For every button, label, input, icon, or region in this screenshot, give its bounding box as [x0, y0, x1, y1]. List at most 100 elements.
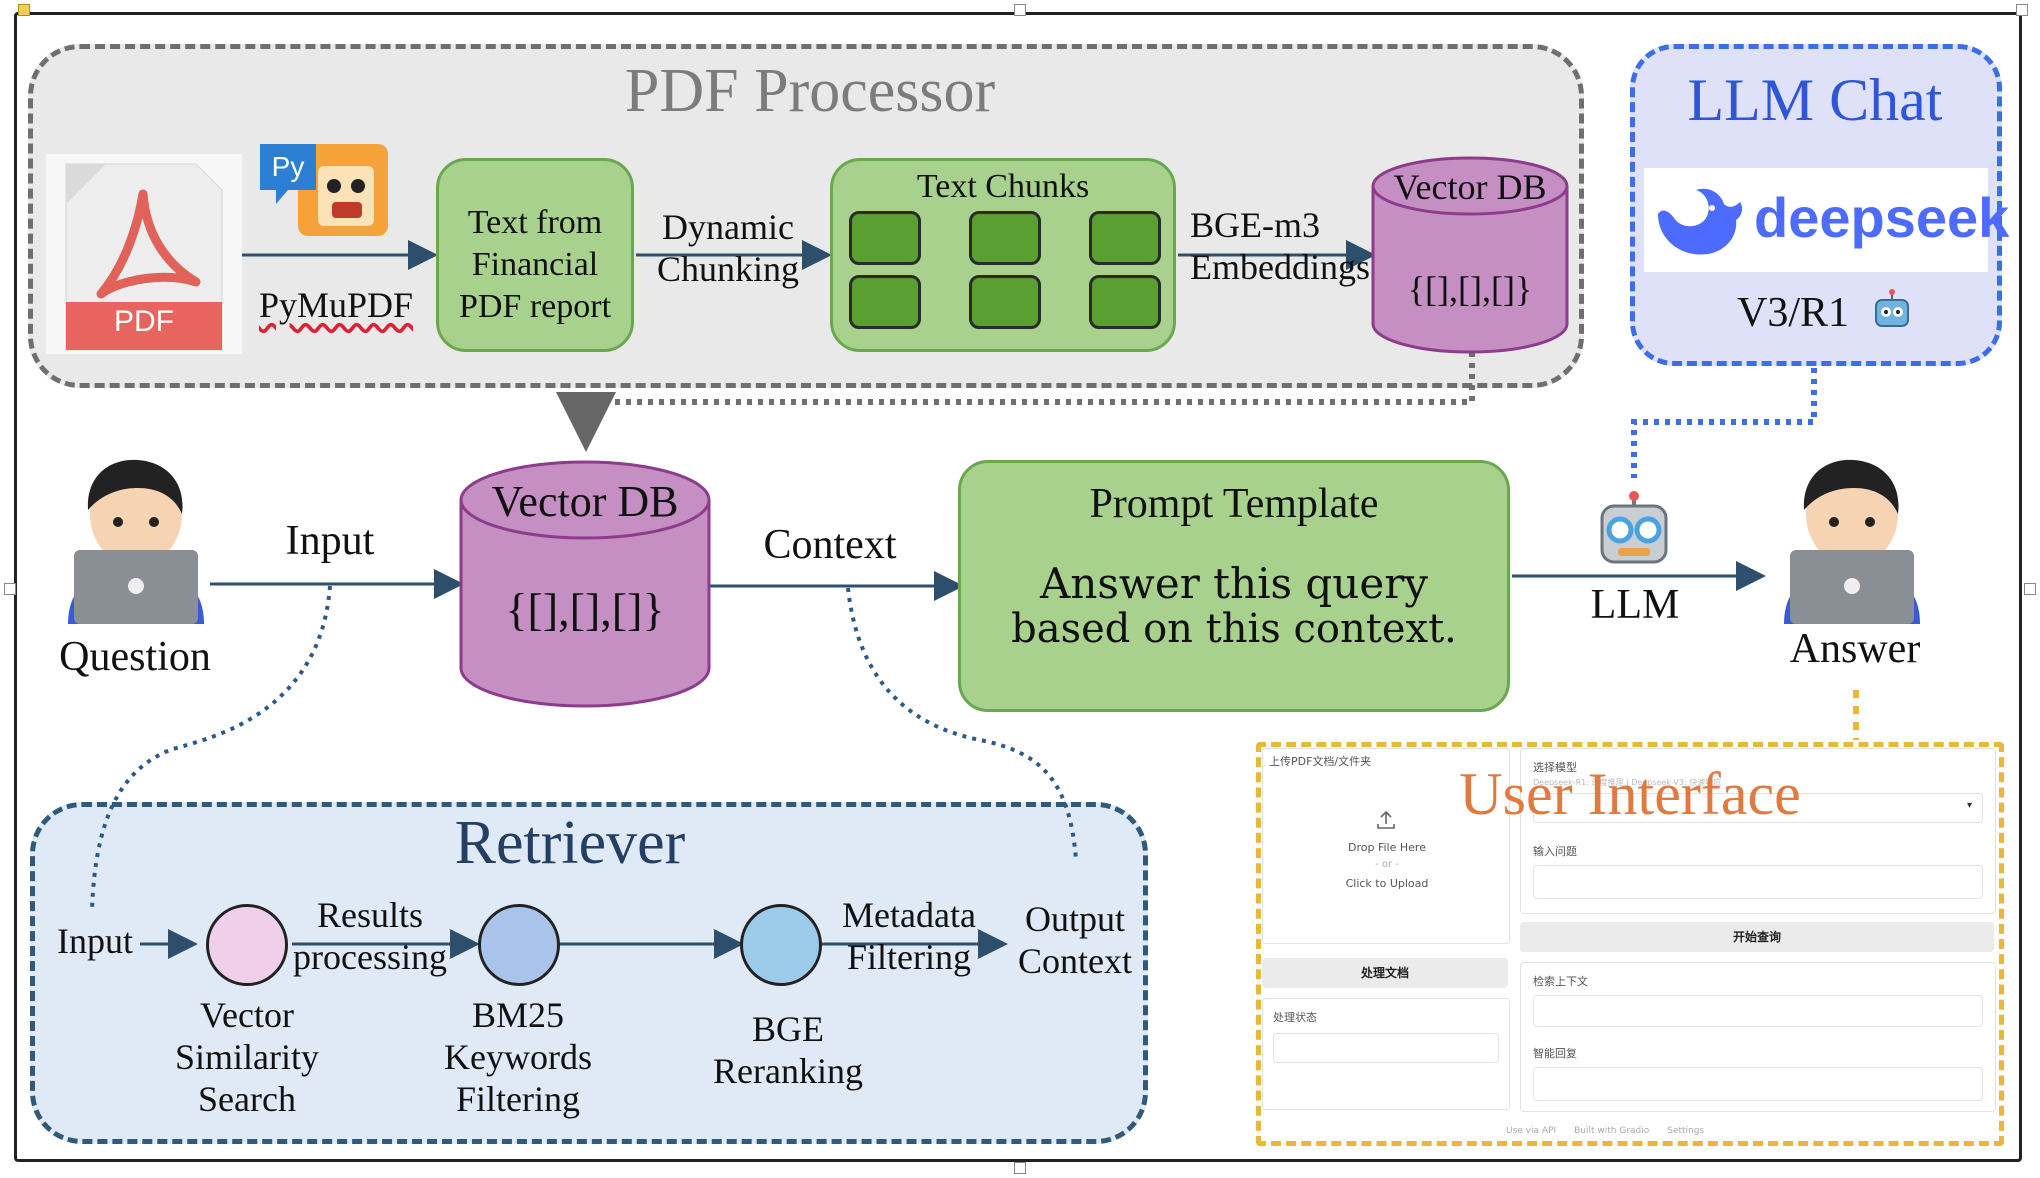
vector-db-main: Vector DB {[],[],[]}: [458, 456, 712, 710]
vector-db-small-content: {[],[],[]}: [1407, 269, 1533, 309]
selection-handle[interactable]: [2024, 583, 2036, 595]
chunk-block: [849, 211, 921, 265]
query-panel: 选择模型 Deepseek-R1: 深度推理 | Deepseek-V3: 快速…: [1520, 748, 1996, 914]
context-label: Context: [763, 522, 897, 568]
chunk-block: [849, 275, 921, 329]
footer-gradio-link[interactable]: Built with Gradio: [1574, 1126, 1650, 1136]
main-input-label: Input: [285, 518, 375, 564]
pymupdf-badge: Py: [271, 151, 305, 182]
robot-icon: [1594, 490, 1674, 570]
vector-db-main-title: Vector DB: [491, 477, 679, 526]
person-laptop-icon: [1774, 452, 1930, 624]
vector-similarity-node: [206, 904, 288, 986]
deepseek-whale-logo: [1658, 188, 1743, 255]
text-box-line: PDF report: [458, 288, 612, 325]
chunk-block: [1089, 211, 1161, 265]
results-processing-label: Results: [316, 895, 423, 935]
chunk-block: [1089, 275, 1161, 329]
text-box-line: Financial: [471, 246, 599, 283]
prompt-text: Answer this query: [1039, 559, 1429, 608]
dotted-llm-link: [1631, 368, 1817, 478]
chunking-label: Chunking: [656, 249, 799, 289]
text-chunks-box: Text Chunks: [830, 158, 1176, 352]
status-label: 处理状态: [1273, 1011, 1317, 1024]
step3-label: BGE: [752, 1009, 824, 1049]
llm-version: V3/R1: [1736, 290, 1849, 336]
step2-label: Keywords: [444, 1037, 592, 1077]
context-output: [1533, 995, 1983, 1027]
selection-handle[interactable]: [18, 4, 30, 16]
step1-label: Vector: [200, 995, 294, 1035]
output-context-label: Output: [1024, 899, 1125, 939]
vector-db-small-title: Vector DB: [1393, 167, 1547, 207]
user-interface-title: User Interface: [1459, 761, 1801, 827]
pdf-processor-region: [28, 44, 1584, 388]
chevron-down-icon: ▾: [1966, 800, 1972, 811]
vector-db-main-content: {[],[],[]}: [505, 584, 665, 635]
results-processing-label: processing: [293, 937, 447, 977]
prompt-template-box: Prompt Template Answer this query based …: [958, 460, 1510, 712]
upload-tab[interactable]: 上传PDF文档/文件夹: [1269, 755, 1372, 768]
selection-handle[interactable]: [1014, 1162, 1026, 1174]
text-box-line: Text from: [467, 204, 603, 241]
status-panel: 处理状态: [1262, 998, 1510, 1110]
robot-icon: [1870, 288, 1914, 332]
text-from-pdf-box: Text from Financial PDF report: [436, 158, 634, 352]
llm-label: LLM: [1590, 582, 1680, 628]
question-field-label: 输入问题: [1533, 845, 1577, 858]
deepseek-brand: deepseek: [1754, 186, 2010, 249]
dotted-vectordb-link: [556, 352, 1475, 452]
vector-db-small: Vector DB {[],[],[]}: [1370, 156, 1570, 356]
drop-file-text: Drop File Here: [1348, 841, 1426, 854]
output-context-label: Context: [1018, 941, 1132, 981]
bge-rerank-node: [740, 904, 822, 986]
click-upload-text[interactable]: Click to Upload: [1345, 877, 1429, 890]
metadata-filtering-label: Filtering: [847, 937, 971, 977]
upload-icon: [1375, 809, 1397, 831]
pdf-icon-label: PDF: [114, 305, 174, 338]
process-document-button[interactable]: 处理文档: [1262, 958, 1508, 988]
step2-label: BM25: [471, 995, 565, 1035]
llm-chat-title: LLM Chat: [1687, 67, 1943, 133]
question-label: Question: [59, 634, 211, 680]
ui-footer: Use via API Built with Gradio Settings: [1506, 1120, 1806, 1136]
model-select[interactable]: ▾: [1533, 793, 1983, 823]
reply-output: [1533, 1067, 1983, 1101]
step3-label: Reranking: [713, 1051, 863, 1091]
or-text: - or -: [1375, 859, 1399, 870]
deepseek-logo-panel: deepseek: [1644, 168, 2010, 272]
prompt-title: Prompt Template: [1089, 481, 1379, 527]
context-field-label: 检索上下文: [1533, 975, 1588, 988]
start-query-button[interactable]: 开始查询: [1520, 922, 1994, 952]
question-input[interactable]: [1533, 865, 1983, 899]
model-label: 选择模型: [1533, 761, 1577, 774]
results-panel: 检索上下文 智能回复: [1520, 962, 1996, 1112]
footer-settings-link[interactable]: Settings: [1667, 1126, 1705, 1136]
step1-label: Similarity: [175, 1037, 319, 1077]
chunking-label: Dynamic: [662, 207, 794, 247]
selection-handle[interactable]: [1014, 4, 1026, 16]
step1-label: Search: [198, 1079, 296, 1119]
selection-handle[interactable]: [2016, 4, 2028, 16]
upload-panel[interactable]: 上传PDF文档/文件夹 Drop File Here - or - Click …: [1262, 748, 1510, 944]
pymupdf-label: PyMuPDF: [258, 285, 414, 325]
person-laptop-icon: [58, 452, 214, 624]
chunk-block: [969, 211, 1041, 265]
pymupdf-logo: Py: [258, 136, 404, 248]
status-field: [1273, 1033, 1499, 1063]
step2-label: Filtering: [456, 1079, 580, 1119]
bm25-node: [478, 904, 560, 986]
retriever-title: Retriever: [454, 809, 686, 877]
embedding-label: Embeddings: [1190, 247, 1370, 287]
reply-field-label: 智能回复: [1533, 1047, 1577, 1060]
selection-handle[interactable]: [4, 583, 16, 595]
chunk-block: [969, 275, 1041, 329]
footer-api-link[interactable]: Use via API: [1506, 1126, 1557, 1136]
prompt-text: based on this context.: [1011, 606, 1457, 652]
pdf-processor-title: PDF Processor: [624, 57, 996, 125]
model-hint: Deepseek-R1: 深度推理 | Deepseek-V3: 快速响应: [1533, 778, 1722, 787]
pdf-file-icon: PDF: [46, 154, 242, 354]
metadata-filtering-label: Metadata: [842, 895, 976, 935]
retriever-input-label: Input: [57, 921, 133, 961]
